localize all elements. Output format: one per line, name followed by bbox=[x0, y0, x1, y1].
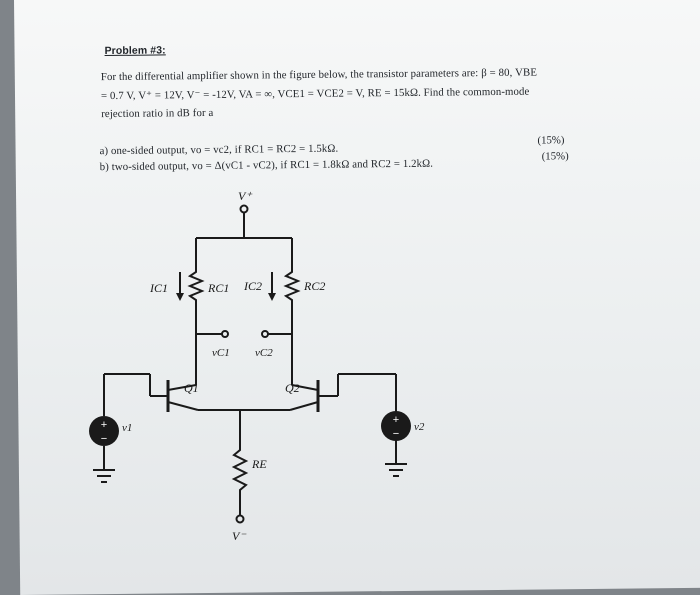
ic2-arrow-icon bbox=[268, 293, 276, 301]
ic2-label: IC2 bbox=[243, 279, 262, 293]
svg-text:−: − bbox=[393, 428, 399, 440]
re-resistor bbox=[231, 445, 249, 496]
svg-text:+: + bbox=[393, 414, 399, 426]
rc2-label: RC2 bbox=[303, 279, 325, 293]
vminus-terminal bbox=[235, 514, 245, 524]
vplus-terminal bbox=[239, 204, 249, 214]
vc1-terminal bbox=[221, 330, 229, 338]
ground-left bbox=[93, 469, 115, 483]
ic1-arrow-icon bbox=[176, 293, 184, 301]
vc2-terminal bbox=[261, 330, 269, 338]
rc1-resistor bbox=[187, 268, 205, 304]
svg-text:−: − bbox=[101, 433, 107, 445]
vc2-label: vC2 bbox=[255, 347, 273, 359]
q2-label: Q2 bbox=[285, 381, 300, 395]
q1-label: Q1 bbox=[184, 381, 199, 395]
rc2-resistor bbox=[283, 268, 301, 304]
ground-right bbox=[385, 463, 407, 477]
ic1-label: IC1 bbox=[149, 281, 168, 295]
v1-label: v1 bbox=[122, 422, 132, 434]
svg-text:+: + bbox=[101, 419, 107, 431]
v2-label: v2 bbox=[414, 421, 425, 433]
re-label: RE bbox=[251, 457, 267, 471]
v2-source-icon: + − bbox=[381, 411, 411, 441]
vc1-label: vC1 bbox=[212, 347, 230, 359]
vplus-label: V⁺ bbox=[238, 189, 253, 203]
vminus-label: V⁻ bbox=[232, 529, 247, 543]
v1-source-icon: + − bbox=[89, 416, 119, 446]
rc1-label: RC1 bbox=[207, 281, 229, 295]
